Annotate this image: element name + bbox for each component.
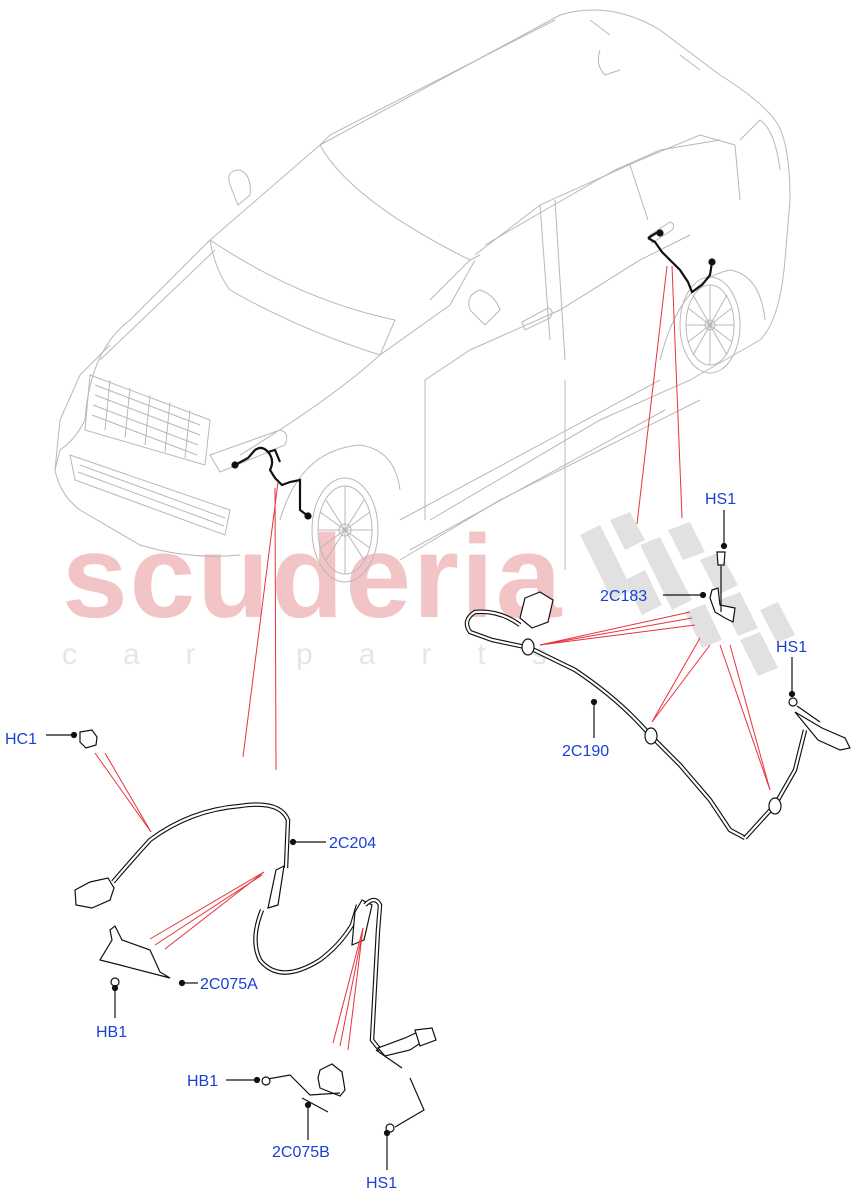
leader-lines-front <box>46 731 391 1170</box>
callout-hb1-upper: HB1 <box>96 1024 128 1041</box>
callout-lines-rear-harness <box>539 611 771 791</box>
checkered-flag-watermark <box>580 512 795 676</box>
rear-harness-2c190 <box>464 551 851 840</box>
callout-hb1-lower: HB1 <box>187 1073 219 1090</box>
rear-harness-on-vehicle <box>647 229 716 294</box>
callout-2c075a: 2C075A <box>200 976 258 993</box>
callout-hc1: HC1 <box>5 731 38 748</box>
front-harness-on-vehicle <box>231 446 312 520</box>
callout-lines-front-harness <box>94 752 364 1051</box>
callout-2c190: 2C190 <box>562 743 610 760</box>
callout-2c204: 2C204 <box>329 835 377 852</box>
watermark-tagline: car parts <box>62 638 593 671</box>
callout-2c075b: 2C075B <box>272 1144 330 1161</box>
vehicle-outline <box>54 9 791 583</box>
callout-hs1-right: HS1 <box>776 639 808 656</box>
front-harness-2c204 <box>74 729 437 1133</box>
leader-lines-rear <box>590 510 796 738</box>
callout-hs1-bottom: HS1 <box>366 1175 398 1192</box>
callout-lines-vehicle <box>242 265 683 771</box>
watermark-brand: scuderia <box>62 511 564 643</box>
callout-hs1-top: HS1 <box>705 491 737 508</box>
callout-2c183: 2C183 <box>600 588 648 605</box>
